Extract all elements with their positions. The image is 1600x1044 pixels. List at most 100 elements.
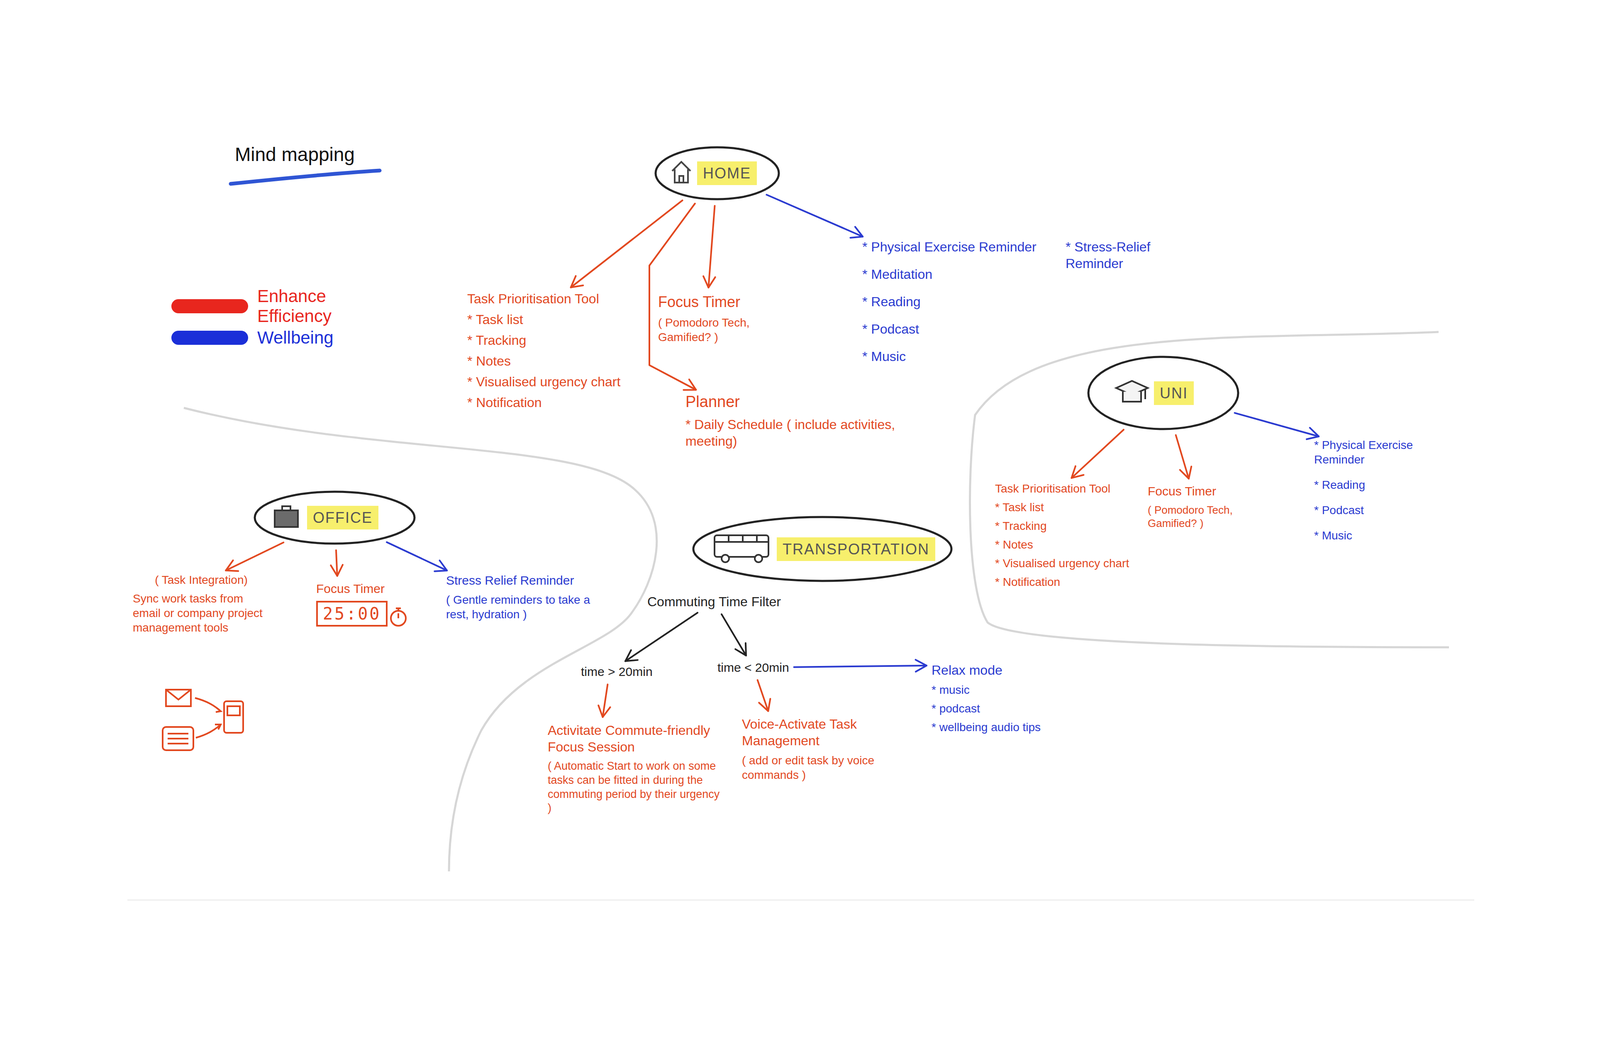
title-underline	[230, 170, 380, 184]
graduation-cap-icon	[1116, 380, 1148, 402]
idea-group: Task Prioritisation Tool * Task list * Tra…	[995, 481, 1130, 590]
idea-heading: Focus Timer	[316, 580, 388, 597]
context-label: UNI	[1153, 381, 1194, 405]
idea-item: * Physical Exercise Reminder	[1314, 437, 1456, 467]
email-icon	[165, 689, 191, 707]
connector-line	[721, 614, 747, 656]
idea-item: * Tracking	[995, 518, 1130, 534]
arrow-head	[1071, 465, 1084, 478]
connector	[721, 614, 747, 656]
legend-text: Wellbeing	[257, 327, 382, 348]
idea-group: Relax mode * music * podcast * wellbeing au…	[931, 661, 1041, 735]
arrow-head	[330, 564, 343, 576]
idea-group: Focus Timer 25:00	[316, 580, 388, 627]
page-rule	[127, 899, 1475, 901]
idea-group: Voice-Activate Task Management ( add or e…	[741, 715, 888, 783]
connector	[1071, 429, 1124, 478]
idea-item: * music	[931, 682, 1041, 698]
stopwatch-icon	[390, 608, 406, 626]
idea-group: Task Prioritisation Tool* Task list* Tra…	[467, 290, 621, 411]
idea-group: ( Task Integration)Sync work tasks from …	[132, 572, 270, 635]
arrow-head	[1180, 466, 1192, 479]
connector	[757, 680, 771, 712]
arrow-head	[225, 560, 239, 571]
connector-line	[225, 542, 284, 571]
idea-item: ( add or edit task by voice commands )	[741, 753, 888, 783]
diagram-title: Mind mapping	[234, 143, 355, 166]
connector	[598, 684, 610, 718]
idea-heading: Activitate Commute-friendly Focus Sessio…	[547, 721, 727, 756]
idea-item: * Notes	[995, 537, 1130, 552]
idea-heading: Voice-Activate Task Management	[741, 715, 888, 749]
timer-display: 25:00	[316, 600, 388, 627]
idea-item: * wellbeing audio tips	[931, 719, 1041, 735]
idea-heading: Focus Timer	[658, 292, 783, 312]
idea-item: * Music	[862, 348, 1054, 365]
idea-group: Commuting Time Filter	[647, 593, 781, 610]
context-label: OFFICE	[307, 505, 379, 530]
bus-icon	[714, 535, 769, 563]
arrow-head	[683, 379, 696, 390]
connector-line	[625, 612, 698, 662]
context-label: HOME	[697, 161, 757, 186]
idea-item: * Task list	[995, 500, 1130, 515]
context-oval: HOME	[653, 145, 781, 201]
connector-line	[794, 665, 927, 668]
context-oval: UNI	[1086, 355, 1240, 431]
connector	[1175, 435, 1192, 479]
arrow-head	[625, 650, 638, 662]
connector	[703, 205, 716, 288]
idea-item: * Music	[1314, 528, 1456, 543]
connector-line	[336, 550, 338, 576]
connector	[766, 194, 863, 238]
idea-item: * Meditation	[862, 265, 1054, 283]
connector	[330, 550, 343, 576]
arrow-head	[703, 276, 716, 288]
arrow-head	[758, 698, 771, 712]
connector	[1234, 412, 1320, 440]
connector	[794, 659, 927, 672]
briefcase-icon	[274, 506, 298, 527]
oval-shape	[693, 517, 952, 581]
idea-item: * Tracking	[467, 331, 621, 349]
phone-icon	[195, 697, 244, 738]
oval-shape	[1088, 356, 1239, 430]
idea-item: * Podcast	[862, 320, 1054, 338]
region-separator	[183, 407, 657, 872]
arrow-head	[1306, 427, 1319, 440]
idea-group: Planner* Daily Schedule ( include activi…	[685, 392, 943, 450]
arrow-head	[434, 560, 447, 572]
connector-line	[1234, 412, 1320, 437]
idea-group: * Physical Exercise Reminder* Reading* P…	[1314, 437, 1456, 543]
idea-group: * Physical Exercise Reminder* Meditation…	[862, 238, 1203, 365]
idea-item: * Reading	[1314, 477, 1456, 493]
idea-item: ( Automatic Start to work on some tasks …	[547, 759, 727, 816]
oval-shape	[655, 147, 779, 200]
idea-group: time < 20min	[717, 659, 790, 676]
connector-line	[1071, 429, 1124, 478]
idea-item: * Reading	[862, 293, 1054, 310]
idea-item: * Stress-Relief Reminder	[1065, 238, 1203, 272]
idea-group: Focus Timer( Pomodoro Tech, Gamified? )	[1147, 483, 1256, 531]
legend-swatch	[171, 330, 249, 345]
connector-line	[386, 542, 447, 571]
idea-group: Focus Timer( Pomodoro Tech, Gamified? )	[658, 292, 783, 345]
context-oval: TRANSPORTATION	[691, 515, 954, 583]
legend-row: Wellbeing	[171, 327, 382, 348]
idea-heading: Task Prioritisation Tool	[995, 481, 1130, 496]
idea-heading: time < 20min	[717, 659, 790, 676]
idea-heading: ( Task Integration)	[132, 572, 270, 588]
document-icon	[162, 726, 194, 751]
idea-heading: Planner	[685, 392, 943, 413]
idea-group: Activitate Commute-friendly Focus Sessio…	[547, 721, 727, 816]
context-label: TRANSPORTATION	[776, 537, 936, 561]
idea-item: * Notification	[467, 394, 621, 411]
arrow-head	[850, 226, 863, 238]
idea-item: * Notification	[995, 574, 1130, 590]
idea-item: * podcast	[931, 701, 1041, 716]
house-icon	[672, 161, 691, 183]
idea-group: Stress Relief Reminder( Gentle reminders…	[446, 572, 604, 622]
idea-heading: Relax mode	[931, 661, 1041, 679]
region-separator	[970, 331, 1449, 648]
arrow-head	[570, 275, 584, 288]
